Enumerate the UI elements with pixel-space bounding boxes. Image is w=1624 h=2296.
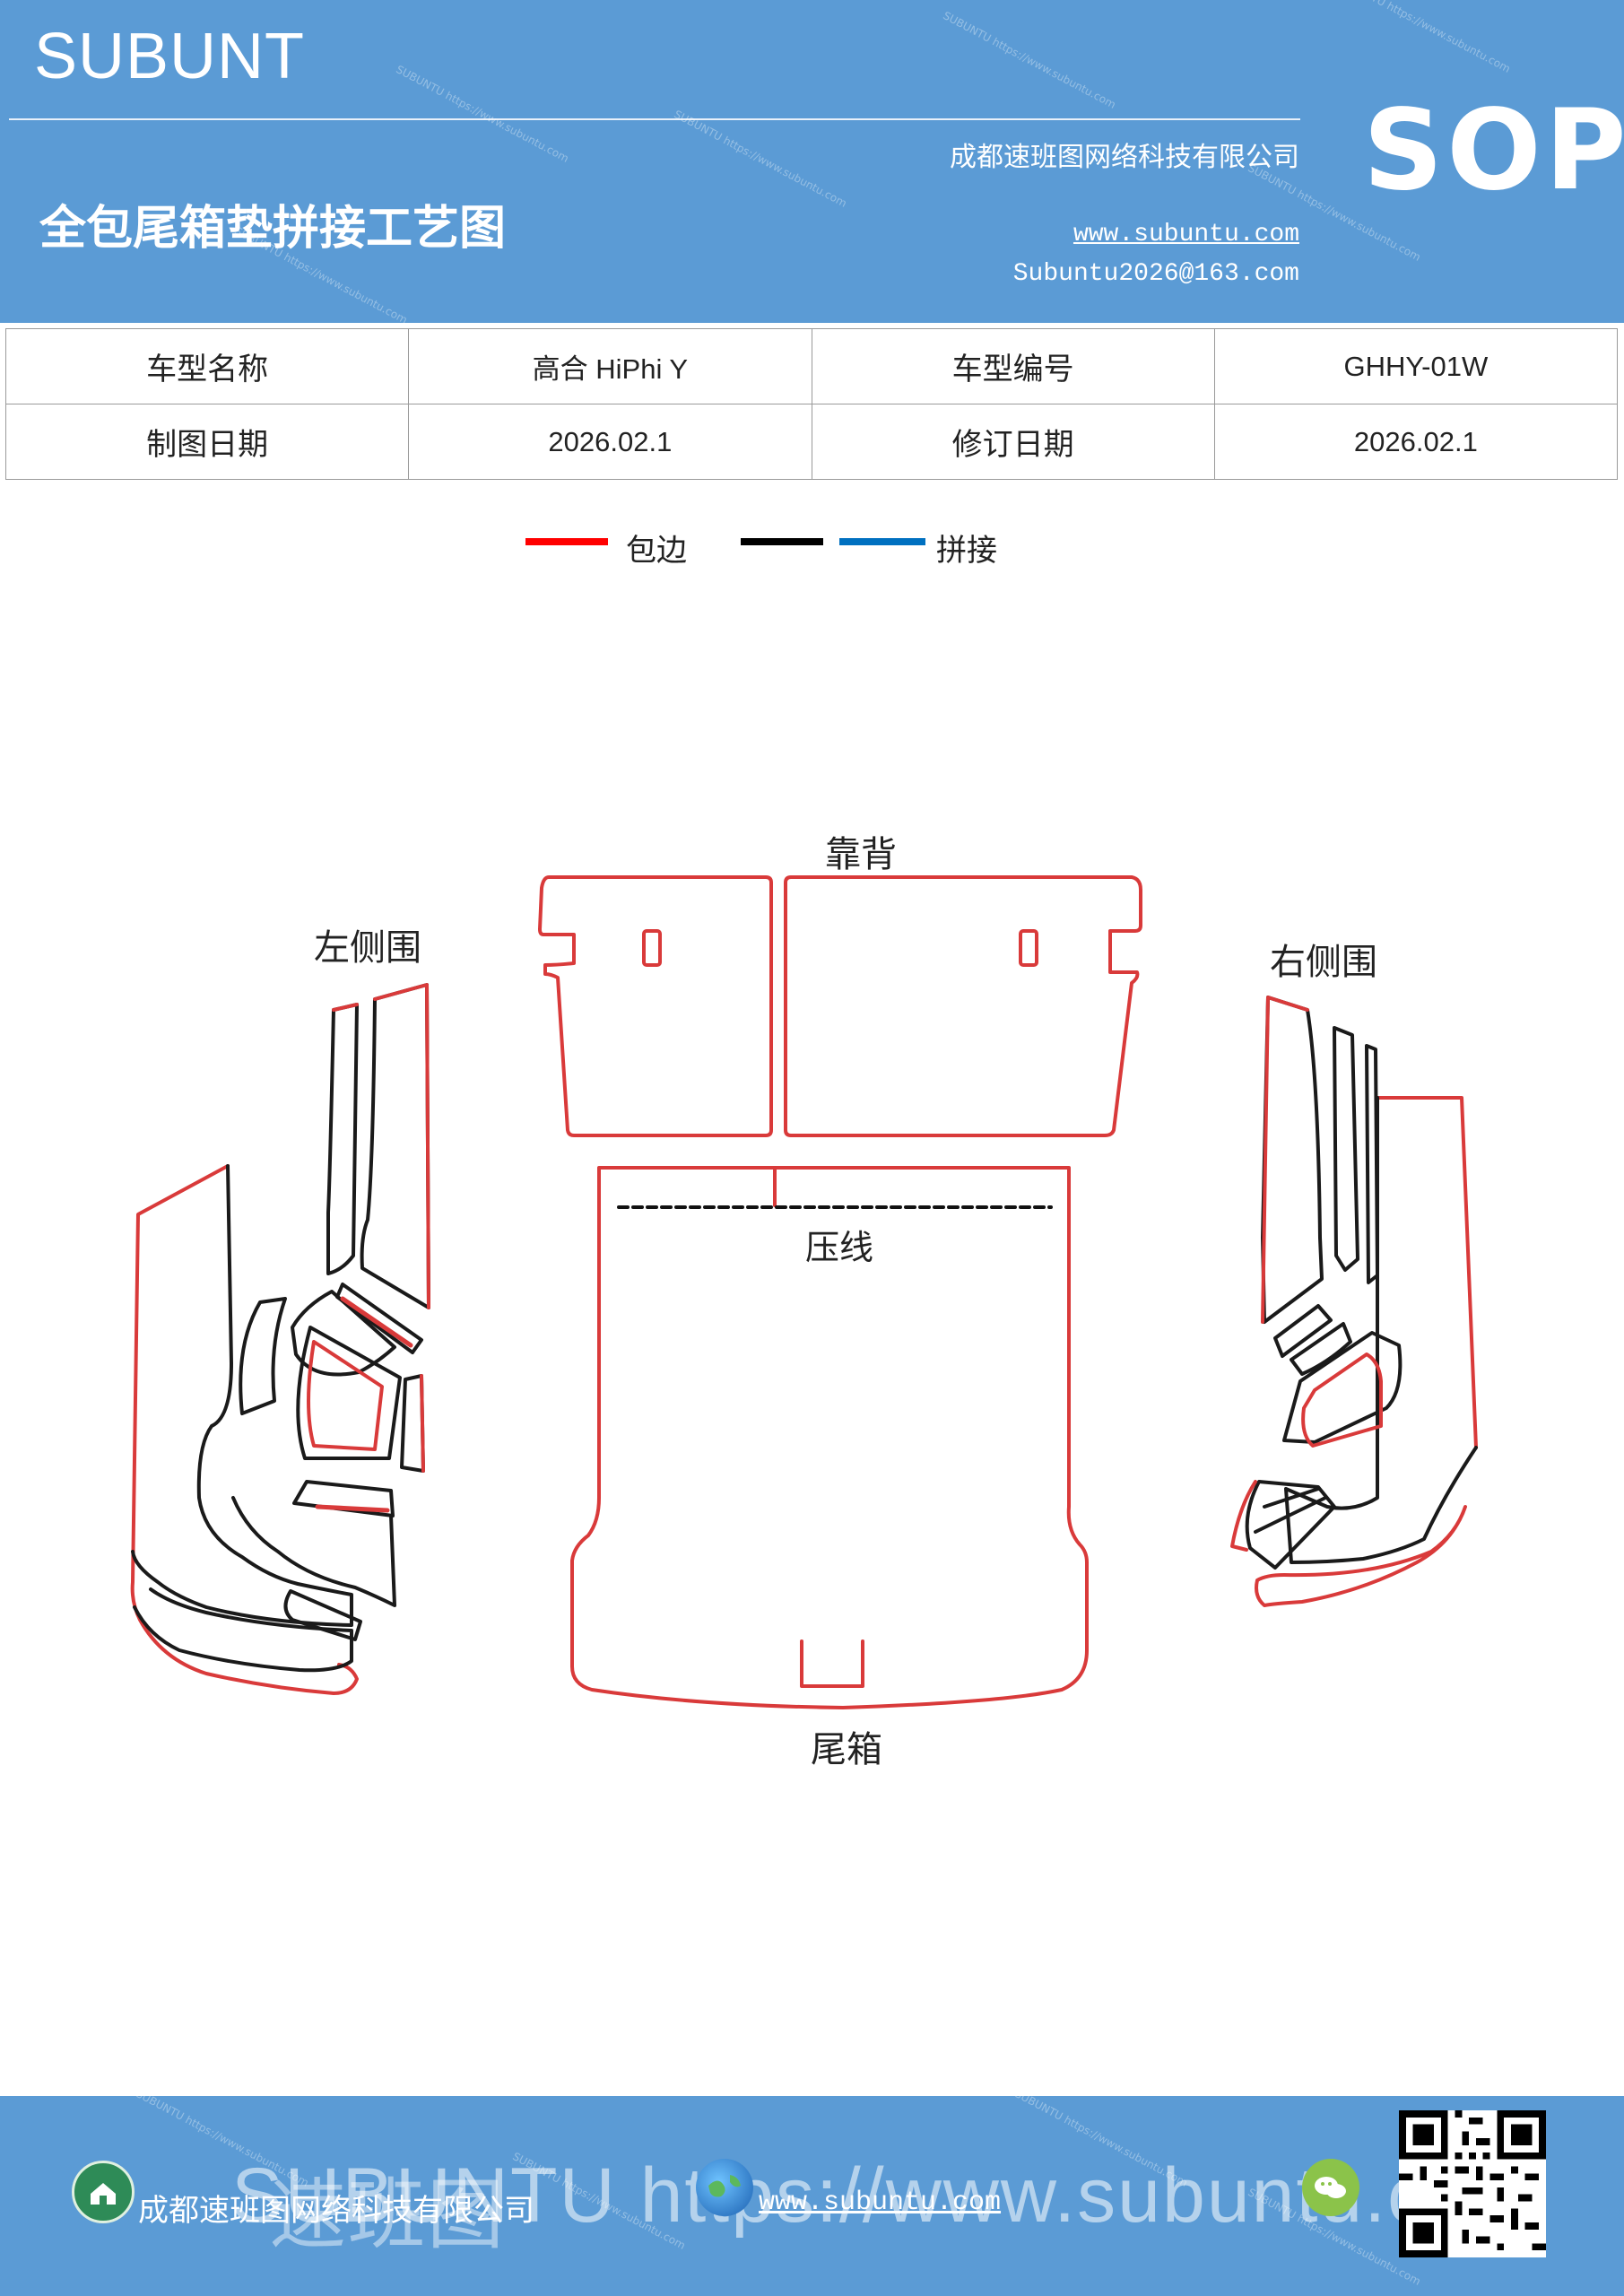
diagram-svg: 靠背 左侧围 右侧围 压线 尾箱 <box>130 834 1478 1770</box>
right-side-lower-pieces <box>1245 1480 1336 1570</box>
legend-edge-swatch <box>525 538 608 545</box>
left-side-lower-piece-1-edge <box>315 1504 390 1513</box>
model-code-value: GHHY-01W <box>1213 328 1619 404</box>
model-name-value: 高合 HiPhi Y <box>408 328 812 404</box>
right-side-window-inner <box>1301 1352 1383 1448</box>
legend-splice-swatch <box>839 538 925 545</box>
revision-date-label: 修订日期 <box>811 404 1215 480</box>
backrest-right-slot <box>1019 929 1038 967</box>
left-side-lower-strip <box>133 1587 353 1673</box>
table-row: 车型名称 高合 HiPhi Y 车型编号 GHHY-01W <box>4 328 1619 404</box>
header-divider <box>9 118 1300 120</box>
left-side-upper-strip-2 <box>360 983 430 1309</box>
footer-website-link[interactable]: www.subuntu.com <box>759 2187 1002 2218</box>
backrest-left-slot <box>642 929 662 967</box>
left-side-outer-seam <box>131 1164 353 1627</box>
drawing-date-label: 制图日期 <box>4 404 410 480</box>
backrest-right-panel <box>784 875 1142 1137</box>
right-side-lower-line-1 <box>1263 1487 1320 1509</box>
left-side-upper-edge <box>373 983 430 1309</box>
vehicle-info-table: 车型名称 高合 HiPhi Y 车型编号 GHHY-01W 制图日期 2026.… <box>4 328 1619 480</box>
watermark: SUBUNTU https://www.subuntu.com <box>941 9 1118 111</box>
trunk-notch <box>800 1639 864 1688</box>
legend-seam-swatch <box>741 538 823 545</box>
right-side-strip-2 <box>1333 1026 1359 1272</box>
trunk-floor <box>570 1166 1089 1709</box>
right-side-strip-1 <box>1261 996 1324 1324</box>
left-side-diag-strip <box>335 1283 423 1354</box>
mat-diagram: 靠背 左侧围 右侧围 压线 尾箱 <box>0 807 1624 1812</box>
left-side-inner-curve <box>231 1496 396 1607</box>
footer-company-name: 成都速班图网络科技有限公司 <box>138 2193 534 2229</box>
right-side-outer-seam <box>1284 1096 1478 1564</box>
model-name-label: 车型名称 <box>4 328 410 404</box>
document-title: 全包尾箱垫拼接工艺图 <box>39 202 507 256</box>
right-side-window-outer <box>1282 1331 1403 1444</box>
left-side-mid-piece-1 <box>239 1297 287 1415</box>
left-side-diag-strip-edge <box>340 1296 413 1348</box>
backrest-left-panel <box>538 875 773 1137</box>
legend: 包边 拼接 <box>0 526 1624 570</box>
revision-date-value: 2026.02.1 <box>1213 404 1619 480</box>
watermark: SUBUNTU https://www.subuntu.com <box>1335 0 1513 75</box>
company-name: 成都速班图网络科技有限公司 <box>950 142 1299 173</box>
right-side-lower-strip <box>1255 1505 1467 1607</box>
right-side-lower-edge <box>1230 1480 1257 1552</box>
right-side-strip-1-edge <box>1261 996 1309 1324</box>
sop-badge: SOP <box>1363 86 1624 215</box>
model-code-label: 车型编号 <box>811 328 1215 404</box>
globe-icon <box>696 2159 753 2216</box>
wechat-icon <box>1302 2159 1359 2216</box>
right-side-outer-edge <box>1376 1096 1478 1449</box>
label-press-line: 压线 <box>805 1228 873 1267</box>
left-side-upper-strip-1 <box>326 1003 359 1275</box>
right-side-lower-line-2 <box>1254 1496 1327 1534</box>
table-row: 制图日期 2026.02.1 修订日期 2026.02.1 <box>4 404 1619 480</box>
drawing-date-value: 2026.02.1 <box>408 404 812 480</box>
footer-banner: SUBUNTU https://www.subuntu.com SUBUNTU … <box>0 2087 1624 2296</box>
label-trunk: 尾箱 <box>811 1729 882 1770</box>
left-side-lower-piece-2 <box>283 1589 362 1641</box>
right-side-diag-2 <box>1290 1322 1352 1376</box>
label-backrest: 靠背 <box>825 834 897 875</box>
email-address[interactable]: Subuntu2026@163.com <box>1012 260 1299 288</box>
watermark: SUBUNTU https://www.subuntu.com <box>672 108 849 210</box>
header-banner: SUBUNT 全包尾箱垫拼接工艺图 成都速班图网络科技有限公司 www.subu… <box>0 0 1624 326</box>
left-side-window-outer <box>296 1326 402 1460</box>
watermark: SUBUNTU https://www.subuntu.com <box>394 63 571 165</box>
home-icon <box>72 2161 135 2223</box>
left-side-window-inner <box>307 1340 384 1451</box>
left-side-block-edge <box>420 1374 425 1473</box>
label-right-side: 右侧围 <box>1270 942 1377 983</box>
brand-name: SUBUNT <box>34 21 306 92</box>
left-side-upper-strip-1-top <box>332 1003 359 1012</box>
legend-splice-label: 拼接 <box>936 533 997 569</box>
right-side-strip-3 <box>1365 1044 1379 1284</box>
legend-edge-label: 包边 <box>626 533 687 569</box>
right-side-diag-1 <box>1273 1304 1333 1358</box>
label-left-side: 左侧围 <box>314 927 421 969</box>
footer-ghost-overlay: 速班图 <box>269 2170 506 2260</box>
website-link[interactable]: www.subuntu.com <box>1073 221 1299 248</box>
left-side-mid-piece-2 <box>291 1290 396 1377</box>
qr-code <box>1399 2110 1546 2257</box>
